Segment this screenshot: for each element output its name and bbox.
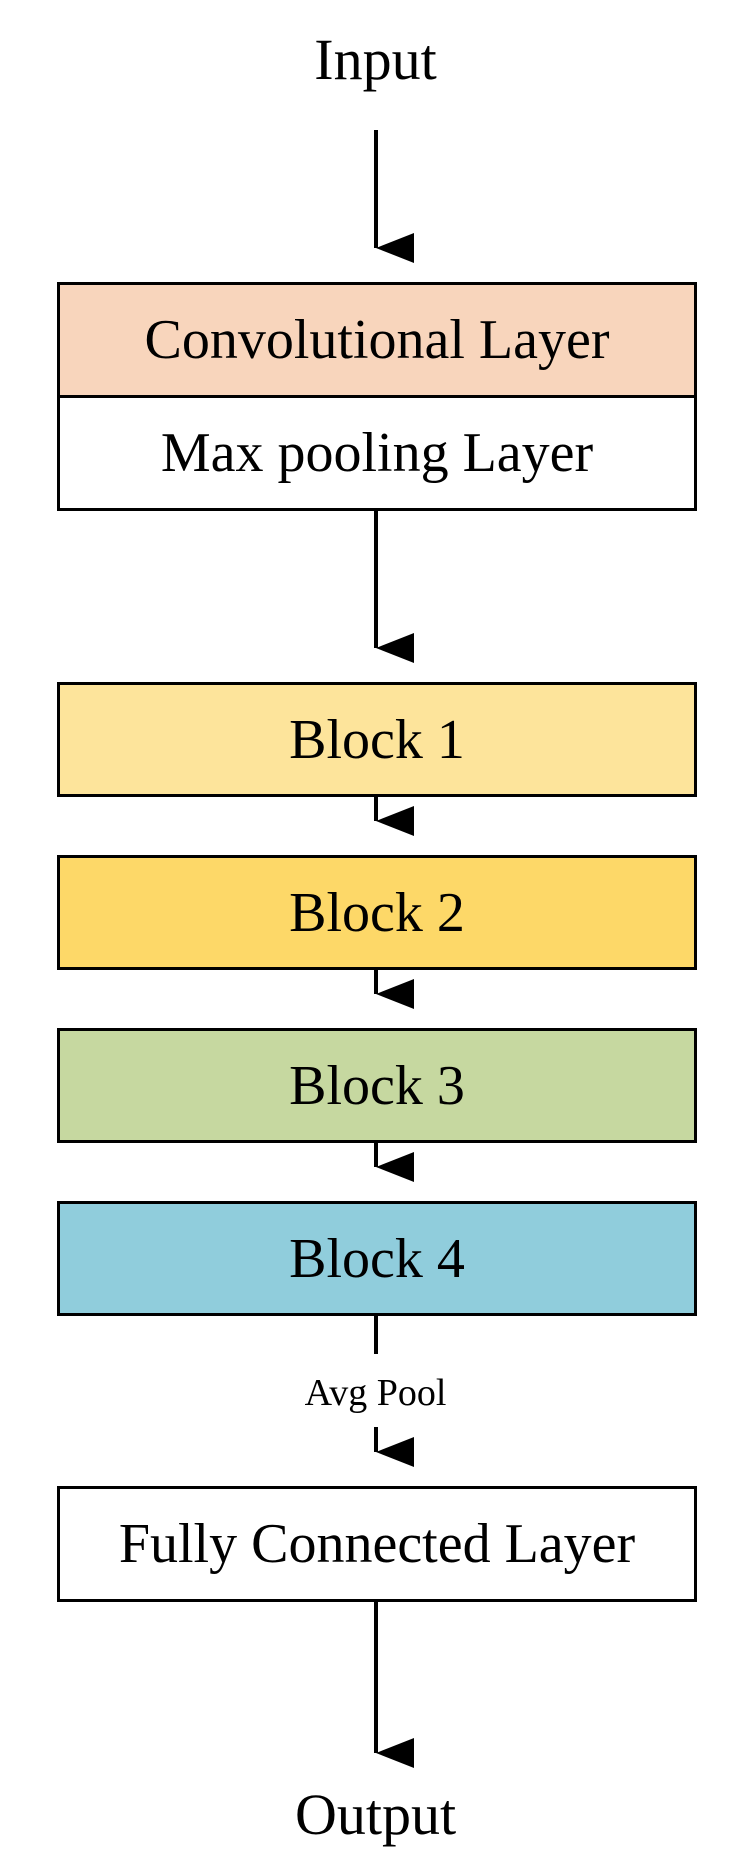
input-label: Input: [314, 27, 437, 92]
block-3-label: Block 3: [289, 1054, 465, 1117]
block-2-label: Block 2: [289, 881, 465, 944]
block-2-box: Block 2: [57, 855, 697, 970]
block-4-label: Block 4: [289, 1227, 465, 1290]
fully-connected-layer-box: Fully Connected Layer: [57, 1486, 697, 1602]
max-pooling-layer-box: Max pooling Layer: [57, 398, 697, 511]
convolutional-layer-label: Convolutional Layer: [144, 309, 610, 371]
avg-pool-label: Avg Pool: [304, 1372, 447, 1414]
block-1-label: Block 1: [289, 708, 465, 771]
block-1-box: Block 1: [57, 682, 697, 797]
output-label: Output: [294, 1782, 457, 1847]
fully-connected-layer-label: Fully Connected Layer: [118, 1513, 636, 1575]
convolutional-layer-box: Convolutional Layer: [57, 282, 697, 398]
max-pooling-layer-label: Max pooling Layer: [160, 422, 594, 484]
block-3-box: Block 3: [57, 1028, 697, 1143]
block-4-box: Block 4: [57, 1201, 697, 1316]
